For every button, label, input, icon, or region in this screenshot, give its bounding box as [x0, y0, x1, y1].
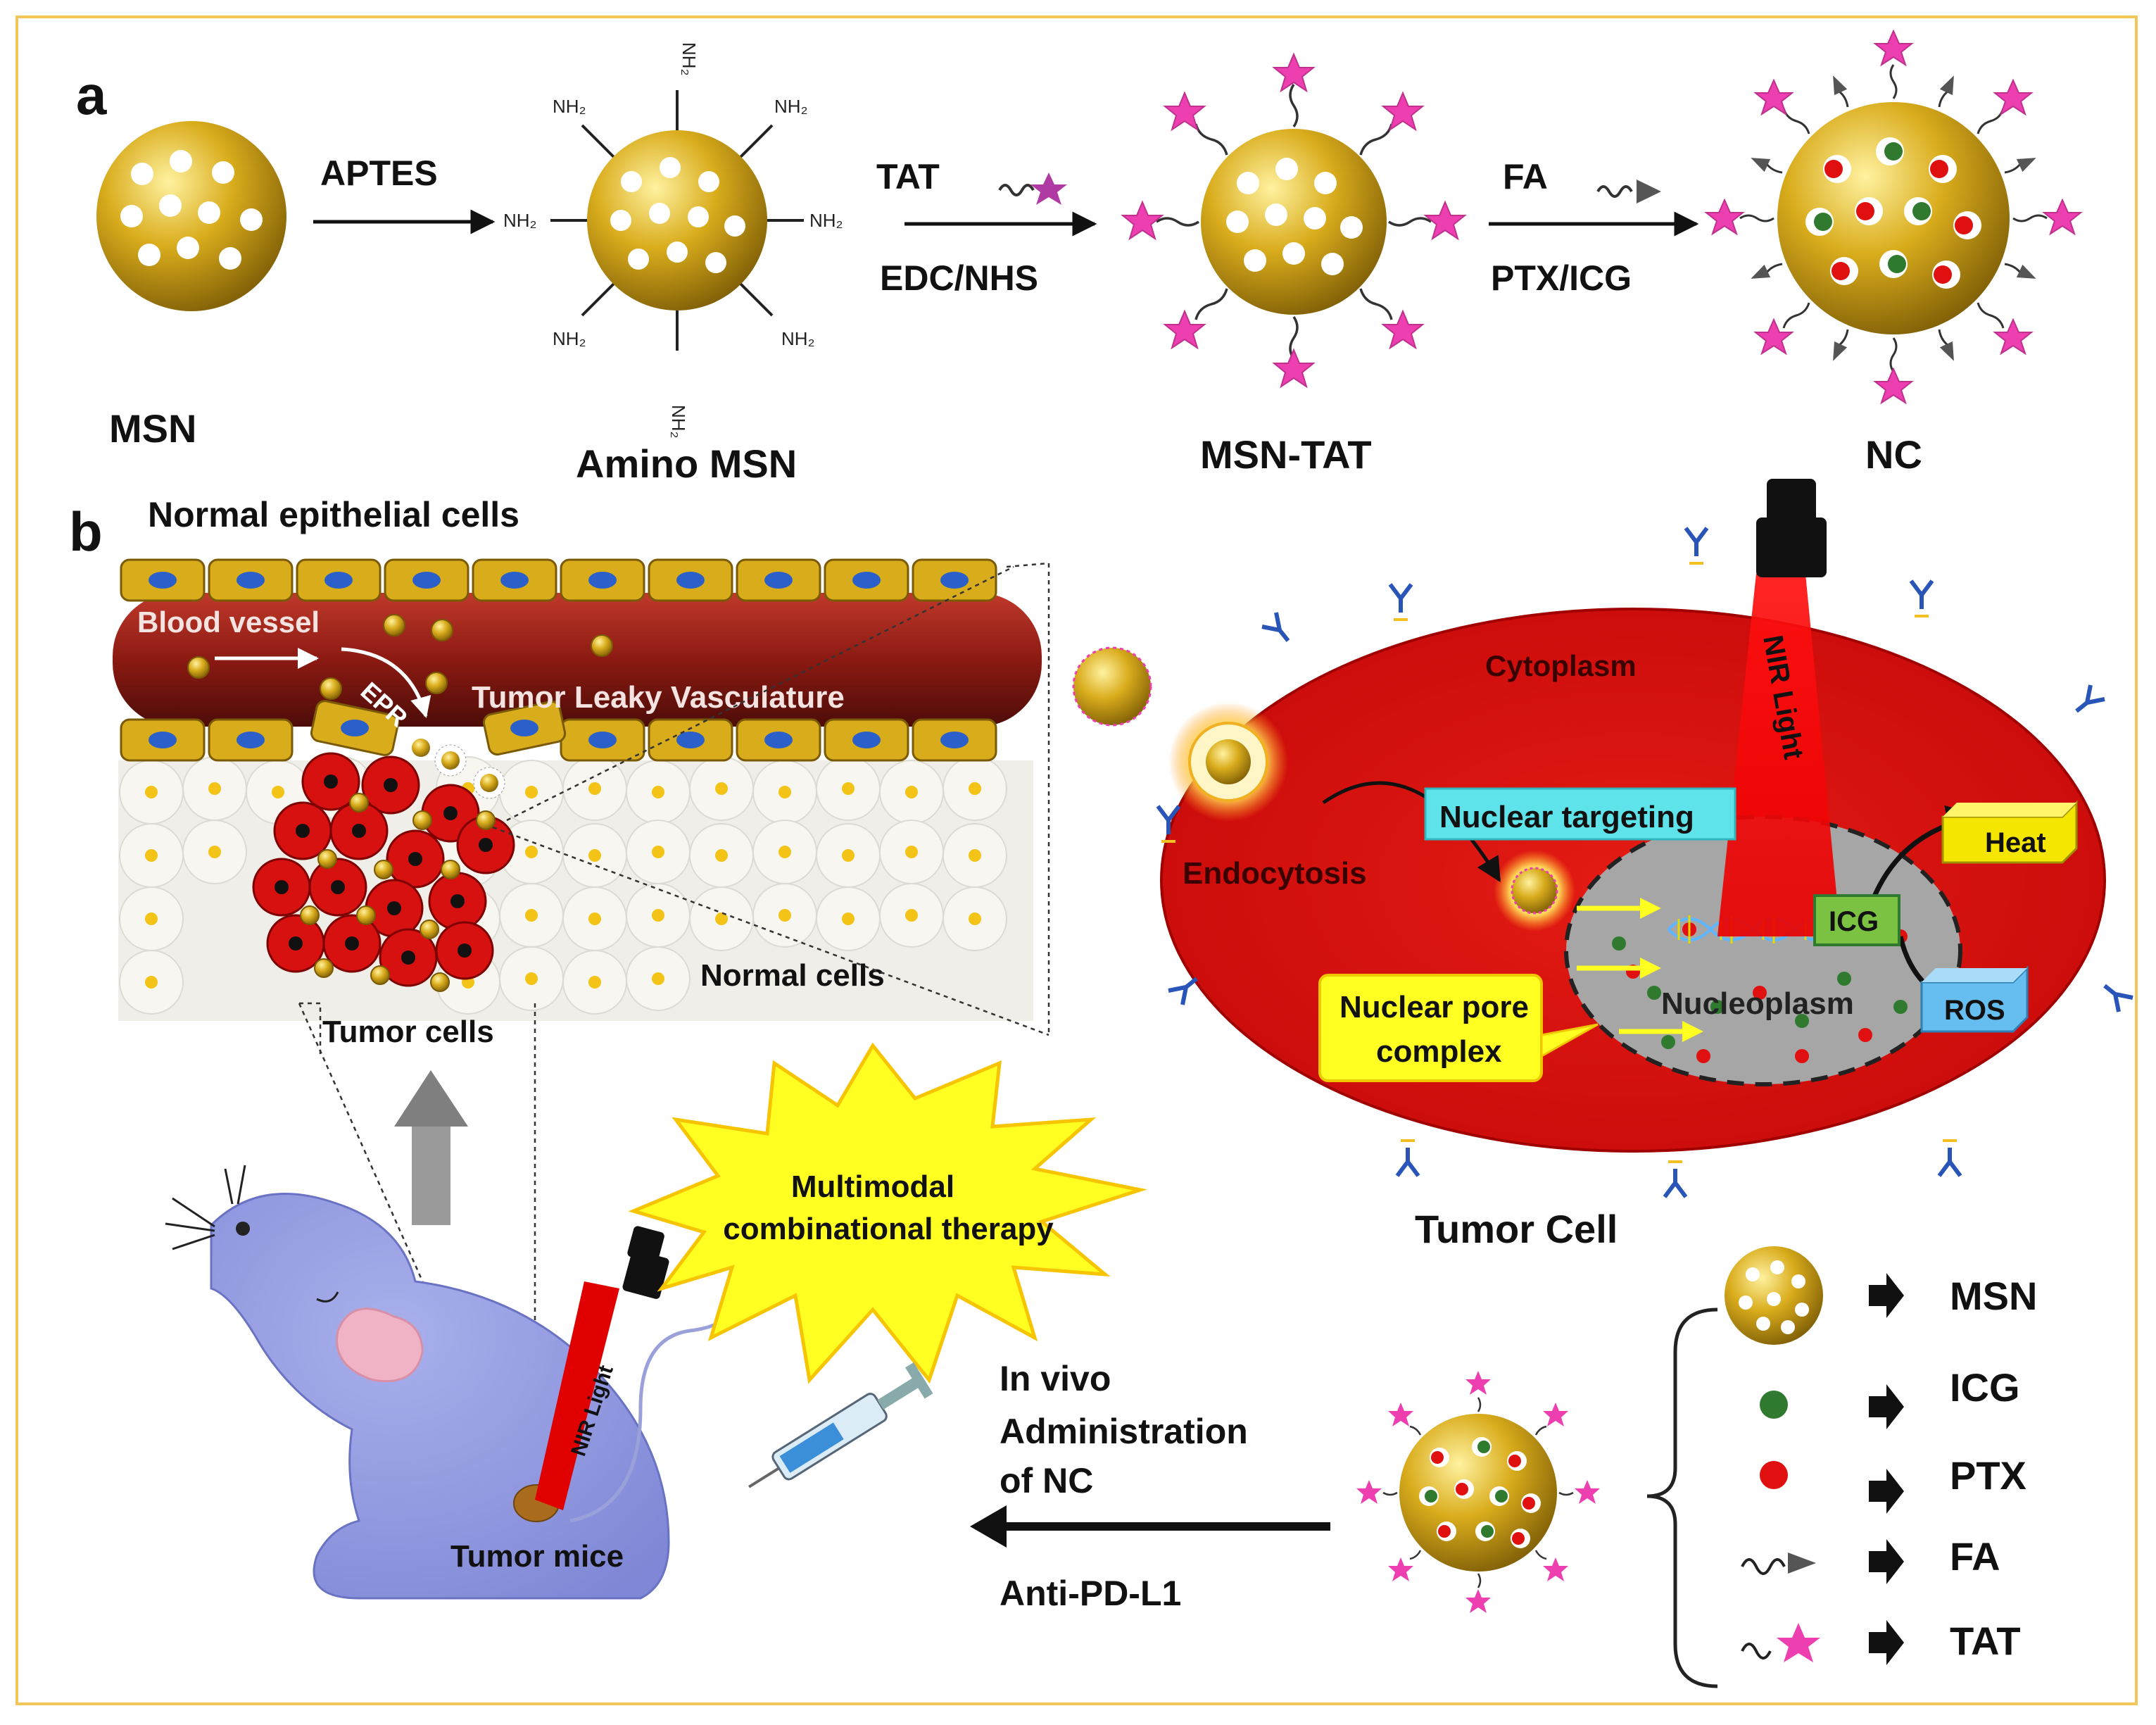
legend-item-msn: MSN — [1725, 1246, 2037, 1345]
msn-tat-label: MSN-TAT — [1200, 432, 1372, 477]
administration-arrowhead — [970, 1505, 1007, 1548]
blood-vessel: Blood vessel EPR Tumor Leaky Vasculature — [113, 558, 1042, 762]
msn-particle — [96, 121, 286, 311]
anti-pdl1-label: Anti-PD-L1 — [1000, 1574, 1181, 1613]
amine-label: NH₂ — [781, 328, 815, 349]
nc-particle — [1704, 29, 2083, 405]
amine-label: NH₂ — [503, 210, 537, 231]
legend-arrow-icon — [1869, 1620, 1904, 1665]
fa-arrowhead-icon — [1637, 180, 1661, 203]
nucleoplasm-label: Nucleoplasm — [1661, 986, 1854, 1021]
amine-groups: NH₂ NH₂ NH₂ NH₂ NH₂ NH₂ NH₂ NH₂ — [503, 42, 843, 439]
endocytosis-label: Endocytosis — [1183, 856, 1367, 891]
legend-nc-particle — [1356, 1371, 1600, 1613]
legend-label: MSN — [1950, 1274, 2037, 1318]
legend: MSN ICG PTX FA TAT — [1725, 1246, 2037, 1665]
heat-label: Heat — [1985, 827, 2046, 858]
legend-arrow-icon — [1869, 1539, 1904, 1584]
nuclear-targeting-box: Nuclear targeting — [1424, 787, 1736, 841]
ptx-icg-label: PTX/ICG — [1491, 258, 1632, 298]
fa-label: FA — [1503, 157, 1548, 196]
therapy-line1: Multimodal — [791, 1169, 954, 1204]
admin-line2: Administration — [1000, 1412, 1248, 1451]
normal-epithelial-label: Normal epithelial cells — [148, 495, 519, 534]
ros-box: ROS — [1920, 965, 2029, 1033]
leaky-vasculature-label: Tumor Leaky Vasculature — [472, 680, 845, 715]
therapy-line2: combinational therapy — [723, 1212, 1054, 1246]
legend-arrow-icon — [1869, 1469, 1904, 1514]
nuclear-pore-line1: Nuclear pore — [1339, 990, 1529, 1024]
tat-symbol-tail — [998, 184, 1035, 196]
admin-line3: of NC — [1000, 1461, 1093, 1500]
blood-vessel-label: Blood vessel — [137, 606, 320, 639]
admin-line1: In vivo — [1000, 1359, 1111, 1398]
legend-item-fa: FA — [1741, 1534, 2000, 1584]
figure-border — [15, 15, 2138, 1705]
heat-box: Heat — [1941, 800, 2078, 864]
legend-item-ptx: PTX — [1760, 1453, 2026, 1514]
amino-msn-label: Amino MSN — [576, 441, 797, 486]
nc-label: NC — [1865, 432, 1922, 477]
icg-box-label: ICG — [1829, 906, 1879, 937]
edc-nhs-label: EDC/NHS — [880, 258, 1038, 298]
up-arrow — [394, 1070, 468, 1225]
legend-arrow-icon — [1869, 1273, 1904, 1318]
cytoplasm-label: Cytoplasm — [1485, 649, 1637, 682]
msn-label: MSN — [109, 406, 196, 451]
legend-label: TAT — [1950, 1619, 2021, 1663]
legend-arrow-icon — [1869, 1384, 1904, 1429]
amine-label: NH₂ — [774, 96, 808, 117]
tumor-cells-label: Tumor cells — [322, 1015, 494, 1049]
legend-brace — [1646, 1307, 1718, 1688]
aptes-label: APTES — [320, 153, 438, 193]
amine-label: NH₂ — [553, 328, 586, 349]
legend-label: FA — [1950, 1534, 2000, 1579]
normal-cells-label: Normal cells — [700, 958, 885, 993]
leaking-particles — [412, 739, 505, 799]
tumor-mice-label: Tumor mice — [450, 1539, 624, 1574]
legend-item-tat: TAT — [1741, 1619, 2021, 1665]
amine-label: NH₂ — [679, 42, 700, 76]
syringe-icon — [748, 1362, 933, 1488]
icg-box: ICG — [1813, 894, 1900, 946]
fa-symbol-tail — [1596, 185, 1633, 198]
panel-b-letter: b — [69, 501, 103, 563]
therapy-starburst: Multimodal combinational therapy — [628, 1042, 1147, 1384]
tumor-cell-label: Tumor Cell — [1415, 1207, 1618, 1251]
yellow-arrows — [1577, 905, 1682, 1034]
amine-label: NH₂ — [809, 210, 843, 231]
legend-item-icg: ICG — [1760, 1365, 2020, 1429]
amine-label: NH₂ — [553, 96, 586, 117]
legend-label: ICG — [1950, 1365, 2020, 1410]
amine-label: NH₂ — [668, 405, 689, 439]
amino-msn-particle — [550, 90, 804, 351]
legend-label: PTX — [1950, 1453, 2026, 1498]
nuclear-pore-line2: complex — [1376, 1034, 1502, 1069]
tat-label: TAT — [876, 157, 940, 196]
panel-a-letter: a — [76, 64, 107, 126]
tumor-cell-cluster — [252, 752, 515, 992]
ros-label: ROS — [1944, 995, 2005, 1026]
nuclear-targeting-label: Nuclear targeting — [1439, 800, 1694, 834]
nuclear-pore-callout: Nuclear pore complex — [1318, 974, 1599, 1082]
msn-tat-particle — [1121, 52, 1467, 389]
tat-star-icon — [1030, 172, 1067, 205]
